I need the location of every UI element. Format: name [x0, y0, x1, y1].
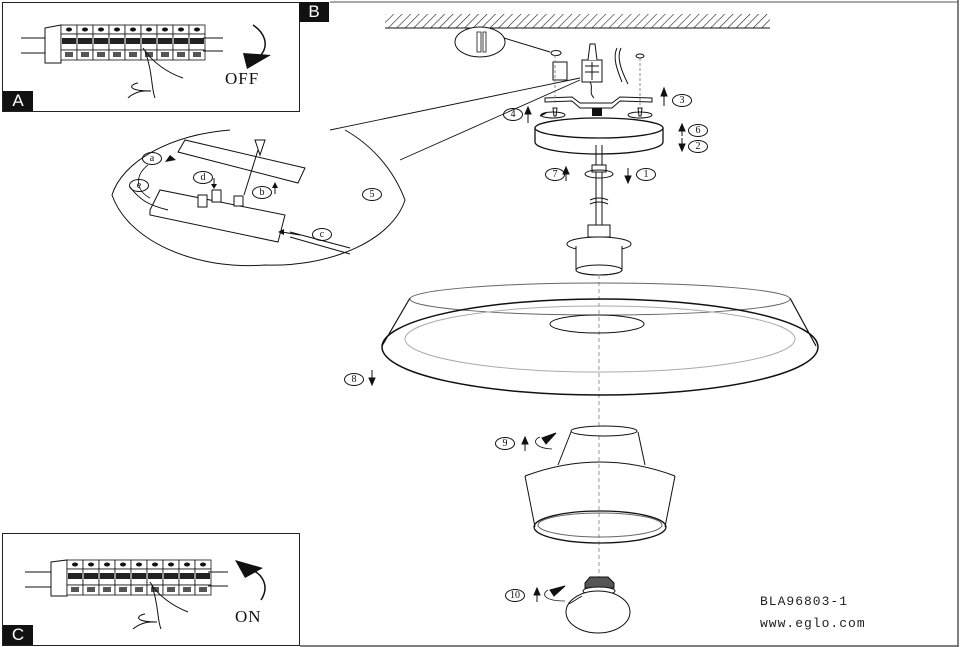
step-7-label: 7 — [545, 168, 565, 181]
step-4-label: 4 — [503, 108, 523, 121]
step-8-label: 8 — [344, 373, 364, 386]
arrow-up-icon — [235, 560, 263, 578]
breaker-module — [188, 24, 206, 61]
light-bulb — [584, 576, 615, 589]
wall-plug-detail — [454, 26, 506, 58]
breaker-module — [76, 24, 94, 61]
panel-label-c: C — [3, 625, 33, 645]
step-1-label: 1 — [636, 168, 656, 181]
panel-c-switch-on: ON C — [2, 533, 300, 646]
ceiling-hatch — [385, 14, 770, 28]
mounting-clip — [552, 61, 568, 81]
substep-a-label: a — [142, 152, 162, 165]
mounting-bracket — [544, 96, 653, 109]
breaker-module — [124, 24, 142, 61]
breaker-module — [114, 559, 132, 596]
step-5-label: 5 — [362, 188, 382, 201]
step-10-label: 10 — [505, 589, 525, 602]
step-3-label: 3 — [672, 94, 692, 107]
switch-state-on: ON — [235, 607, 262, 626]
breaker-module — [66, 559, 84, 596]
breaker-module — [82, 559, 100, 596]
breaker-module — [194, 559, 212, 596]
switch-state-off: OFF — [225, 69, 260, 88]
panel-label-a: A — [3, 91, 33, 111]
step-2-label: 2 — [688, 140, 708, 153]
breaker-module — [162, 559, 180, 596]
breaker-module — [178, 559, 196, 596]
breaker-module — [60, 24, 78, 61]
substep-b-label: b — [252, 186, 272, 199]
detail-callout-outline — [111, 129, 406, 267]
step-6-label: 6 — [688, 124, 708, 137]
substep-e-label: e — [129, 179, 149, 192]
panel-label-b: B — [299, 2, 329, 22]
model-code: BLA96803-1 — [760, 594, 849, 609]
substep-d-label: d — [193, 171, 213, 184]
breaker-panel-off-illustration — [21, 24, 271, 99]
website-url: www.eglo.com — [760, 616, 866, 631]
panel-a-switch-off: OFF A — [2, 2, 300, 112]
breaker-module — [172, 24, 190, 61]
substep-c-label: c — [312, 228, 332, 241]
arrow-down-icon — [243, 53, 271, 69]
step-9-label: 9 — [495, 437, 515, 450]
breaker-panel-on-illustration — [25, 559, 266, 630]
glass-diffuser — [557, 431, 646, 466]
terminal-detail-drawing — [129, 139, 351, 255]
lamp-socket — [587, 224, 611, 238]
